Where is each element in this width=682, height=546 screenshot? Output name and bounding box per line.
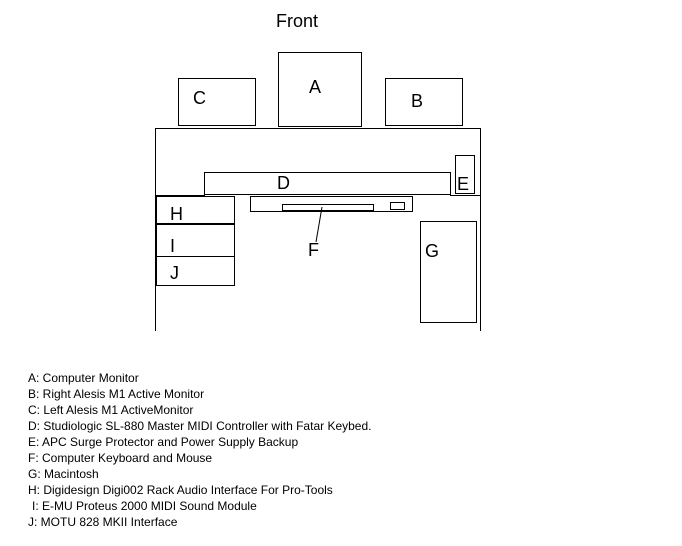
- legend-item-i: I: E-MU Proteus 2000 MIDI Sound Module: [32, 499, 257, 513]
- right-monitor-box: [385, 78, 463, 126]
- legend-item-f: F: Computer Keyboard and Mouse: [28, 451, 213, 465]
- label-b: B: [411, 91, 423, 111]
- left-monitor-box: [178, 78, 256, 126]
- legend-item-d: D: Studiologic SL-880 Master MIDI Contro…: [28, 419, 372, 433]
- computer-keyboard: [282, 204, 374, 211]
- legend-item-b: B: Right Alesis M1 Active Monitor: [28, 387, 205, 401]
- legend: A: Computer Monitor B: Right Alesis M1 A…: [28, 370, 371, 530]
- computer-monitor-box: [278, 52, 362, 127]
- macintosh-box: [420, 221, 477, 323]
- legend-item-g: G: Macintosh: [28, 467, 99, 481]
- legend-item-j: J: MOTU 828 MKII Interface: [28, 515, 178, 529]
- label-c: C: [193, 88, 206, 108]
- rack-unit-j: [156, 256, 235, 286]
- keyboard-pointer-line: [315, 206, 323, 243]
- rack-unit-h: [156, 196, 235, 224]
- computer-mouse: [390, 202, 405, 210]
- label-h: H: [170, 204, 183, 224]
- label-f: F: [308, 240, 319, 260]
- desk-outline: [155, 128, 481, 331]
- label-e: E: [457, 174, 469, 194]
- label-d: D: [277, 173, 290, 193]
- legend-item-c: C: Left Alesis M1 ActiveMonitor: [28, 403, 194, 417]
- label-i: I: [170, 236, 175, 256]
- label-g: G: [425, 241, 439, 261]
- label-j: J: [170, 263, 179, 283]
- rack-unit-i: [156, 224, 235, 257]
- keyboard-tray-box: [250, 196, 413, 212]
- diagram-title: Front: [276, 11, 318, 31]
- label-a: A: [309, 77, 321, 97]
- legend-item-a: A: Computer Monitor: [28, 371, 139, 385]
- legend-item-h: H: Digidesign Digi002 Rack Audio Interfa…: [28, 483, 333, 497]
- legend-item-e: E: APC Surge Protector and Power Supply …: [28, 435, 299, 449]
- surge-protector-box: [455, 155, 475, 194]
- midi-controller-box: [204, 172, 451, 195]
